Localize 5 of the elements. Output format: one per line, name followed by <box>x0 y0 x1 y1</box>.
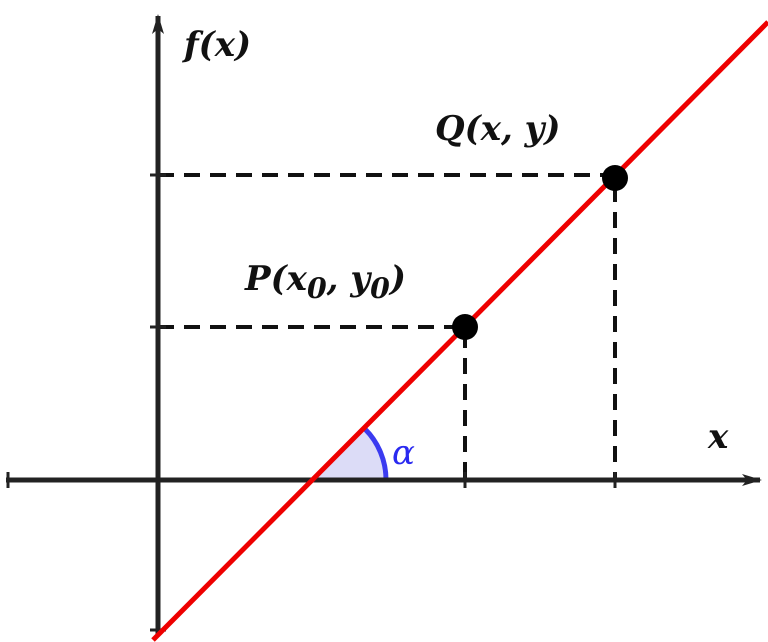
axis-label: x <box>708 420 728 454</box>
point-label: P(x$_{0}$, y$_{0}$) <box>245 262 406 302</box>
angle-label: α <box>392 436 415 470</box>
axis-label: f(x) <box>184 28 252 62</box>
point-label: Q(x, y) <box>435 112 560 146</box>
